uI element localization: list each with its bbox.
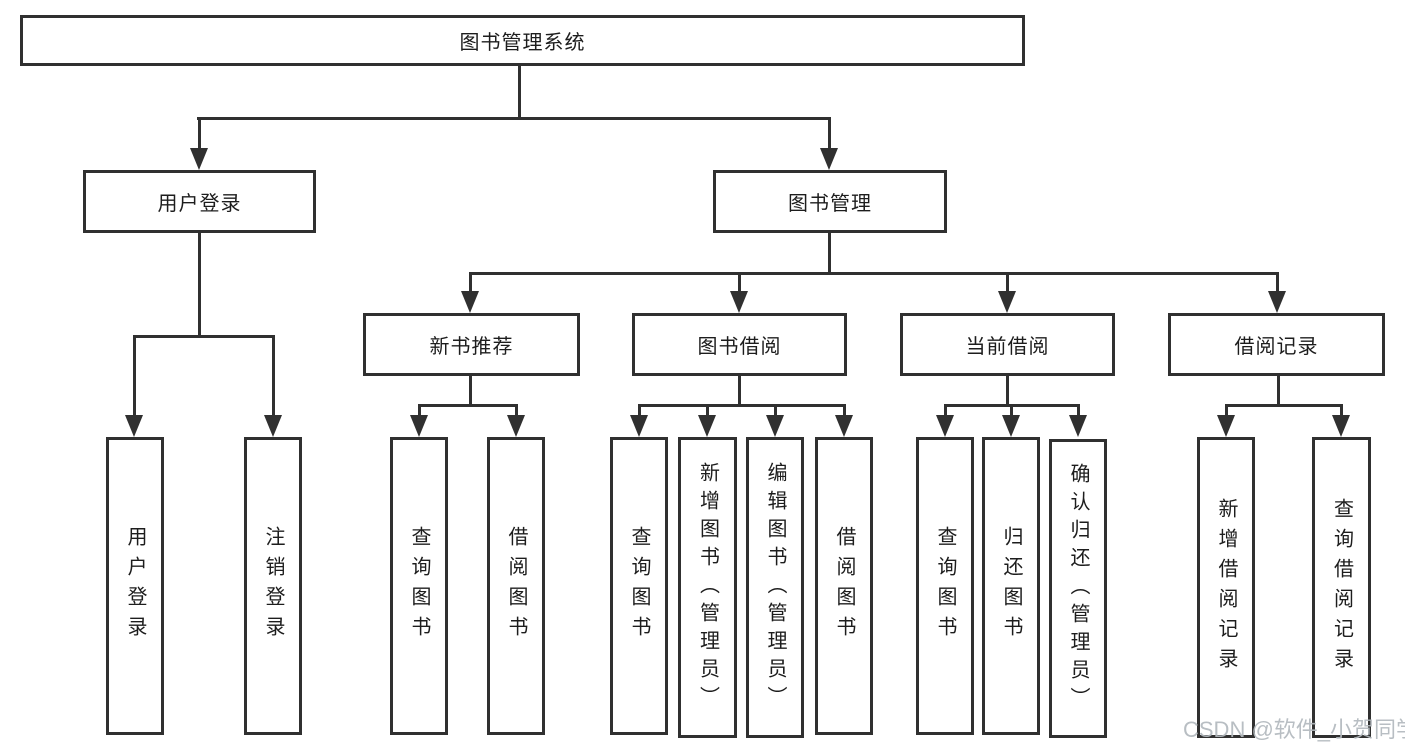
node-new-book-recommend: 新书推荐 <box>363 313 580 376</box>
leaf-edit-books-admin-label: 编辑图书（管理员） <box>764 461 786 714</box>
arrowhead-leaf-3 <box>410 415 428 437</box>
connector-l1-stem-right <box>828 119 831 150</box>
leaf-query-books-recommend: 查询图书 <box>390 437 448 735</box>
leaf-user-login-label: 用户登录 <box>124 526 146 646</box>
leaf-return-books-label: 归还图书 <box>1000 526 1022 646</box>
leaf-borrow-books-recommend: 借阅图书 <box>487 437 545 735</box>
connector-leaf-stem-7 <box>774 406 777 415</box>
node-book-management: 图书管理 <box>713 170 947 233</box>
csdn-watermark: CSDN @软件_小贺同学 <box>1183 717 1405 742</box>
connector-book-management-stem <box>828 233 831 274</box>
arrowhead-leaf-5 <box>630 415 648 437</box>
leaf-user-login: 用户登录 <box>106 437 164 735</box>
node-root-book-management-system: 图书管理系统 <box>20 15 1025 66</box>
node-user-login: 用户登录 <box>83 170 316 233</box>
connector-leaf-stem-1 <box>133 337 136 415</box>
connector-borrow-stem <box>738 376 741 404</box>
connector-l2-stem-4 <box>1276 274 1279 291</box>
arrowhead-to-current-borrow <box>998 291 1016 313</box>
arrowhead-leaf-7 <box>766 415 784 437</box>
connector-leaf-stem-13 <box>1340 406 1343 415</box>
node-book-borrow: 图书借阅 <box>632 313 847 376</box>
arrowhead-leaf-2 <box>264 415 282 437</box>
connector-records-stem <box>1277 376 1280 404</box>
leaf-edit-books-admin: 编辑图书（管理员） <box>746 437 804 738</box>
connector-leaf-stem-11 <box>1077 406 1080 415</box>
leaf-query-books-borrow: 查询图书 <box>610 437 668 735</box>
arrowhead-to-book-management <box>820 148 838 170</box>
node-book-management-label: 图书管理 <box>788 193 872 215</box>
connector-leaf-stem-12 <box>1225 406 1228 415</box>
node-root-label: 图书管理系统 <box>459 32 586 54</box>
arrowhead-leaf-9 <box>936 415 954 437</box>
connector-leaf-stem-3 <box>418 406 421 415</box>
arrowhead-leaf-12 <box>1217 415 1235 437</box>
leaf-logout-login-label: 注销登录 <box>262 526 284 646</box>
leaf-query-borrow-record-label: 查询借阅记录 <box>1330 497 1353 678</box>
leaf-add-borrow-record: 新增借阅记录 <box>1197 437 1255 738</box>
arrowhead-leaf-10 <box>1002 415 1020 437</box>
node-current-borrow: 当前借阅 <box>900 313 1115 376</box>
connector-l2-stem-2 <box>738 274 741 291</box>
connector-l2-stem-1 <box>469 274 472 291</box>
arrowhead-leaf-6 <box>698 415 716 437</box>
node-current-borrow-label: 当前借阅 <box>965 336 1050 358</box>
node-borrow-records: 借阅记录 <box>1168 313 1385 376</box>
connector-l1-stem-left <box>198 119 201 150</box>
connector-leaf-stem-6 <box>706 406 709 415</box>
leaf-query-books-current-label: 查询图书 <box>934 526 956 646</box>
arrowhead-leaf-13 <box>1332 415 1350 437</box>
connector-recommend-hbar <box>418 404 518 407</box>
arrowhead-to-user-login <box>190 148 208 170</box>
connector-leaf-stem-4 <box>515 406 518 415</box>
connector-root-stem <box>518 66 521 119</box>
connector-current-hbar <box>944 404 1080 407</box>
leaf-add-books-admin-label: 新增图书（管理员） <box>696 461 719 714</box>
connector-user-login-hbar <box>133 335 275 338</box>
node-book-borrow-label: 图书借阅 <box>697 336 782 358</box>
connector-l2-hbar <box>469 272 1279 275</box>
leaf-add-borrow-record-label: 新增借阅记录 <box>1215 497 1237 678</box>
connector-l2-stem-3 <box>1006 274 1009 291</box>
node-new-book-recommend-label: 新书推荐 <box>429 336 514 358</box>
arrowhead-leaf-4 <box>507 415 525 437</box>
leaf-borrow-books-borrow-label: 借阅图书 <box>833 526 855 646</box>
connector-leaf-stem-2 <box>272 337 275 415</box>
arrowhead-to-borrow-records <box>1268 291 1286 313</box>
leaf-query-borrow-record: 查询借阅记录 <box>1312 437 1371 738</box>
connector-records-hbar <box>1225 404 1343 407</box>
leaf-confirm-return-admin-label: 确认归还（管理员） <box>1067 462 1089 715</box>
leaf-add-books-admin: 新增图书（管理员） <box>678 437 737 738</box>
connector-leaf-stem-9 <box>944 406 947 415</box>
connector-l1-hbar <box>197 117 831 120</box>
connector-user-login-stem <box>198 233 201 337</box>
arrowhead-to-new-book-recommend <box>461 291 479 313</box>
node-user-login-label: 用户登录 <box>157 193 242 215</box>
connector-leaf-stem-5 <box>638 406 641 415</box>
connector-borrow-hbar <box>638 404 846 407</box>
arrowhead-leaf-11 <box>1069 415 1087 437</box>
leaf-logout-login: 注销登录 <box>244 437 302 735</box>
connector-leaf-stem-10 <box>1010 406 1013 415</box>
leaf-borrow-books-borrow: 借阅图书 <box>815 437 873 735</box>
connector-leaf-stem-8 <box>843 406 846 415</box>
connector-current-stem <box>1006 376 1009 404</box>
leaf-query-books-borrow-label: 查询图书 <box>628 526 650 646</box>
arrowhead-leaf-8 <box>835 415 853 437</box>
leaf-query-books-recommend-label: 查询图书 <box>408 526 430 646</box>
node-borrow-records-label: 借阅记录 <box>1234 336 1319 358</box>
leaf-return-books: 归还图书 <box>982 437 1040 735</box>
leaf-query-books-current: 查询图书 <box>916 437 974 735</box>
leaf-borrow-books-recommend-label: 借阅图书 <box>505 526 527 646</box>
arrowhead-leaf-1 <box>125 415 143 437</box>
connector-recommend-stem <box>469 376 472 404</box>
arrowhead-to-book-borrow <box>730 291 748 313</box>
leaf-confirm-return-admin: 确认归还（管理员） <box>1049 439 1107 738</box>
